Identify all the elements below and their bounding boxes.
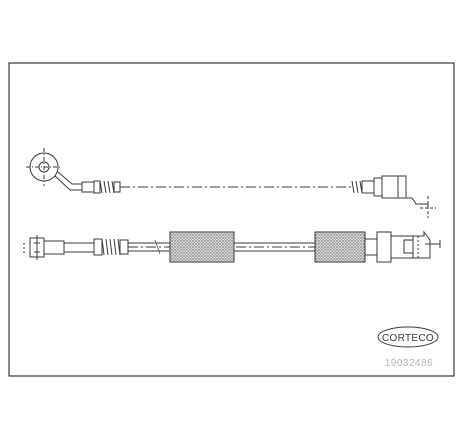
protective-sleeve-right [314, 231, 366, 263]
corteco-logo: CORTECO [377, 326, 439, 348]
right-end-fitting [364, 230, 441, 263]
protective-sleeve-left [169, 231, 235, 263]
left-crimp-collar [81, 180, 121, 194]
part-number: 19032486 [385, 358, 434, 369]
lower-hose-view [23, 230, 441, 263]
drawing-frame [8, 62, 455, 377]
upper-hose-view [26, 148, 436, 218]
corteco-logo-text: CORTECO [382, 333, 434, 344]
left-end-fitting [23, 235, 129, 260]
banjo-eye-fitting [26, 148, 82, 191]
right-fitting-upper [351, 175, 436, 218]
